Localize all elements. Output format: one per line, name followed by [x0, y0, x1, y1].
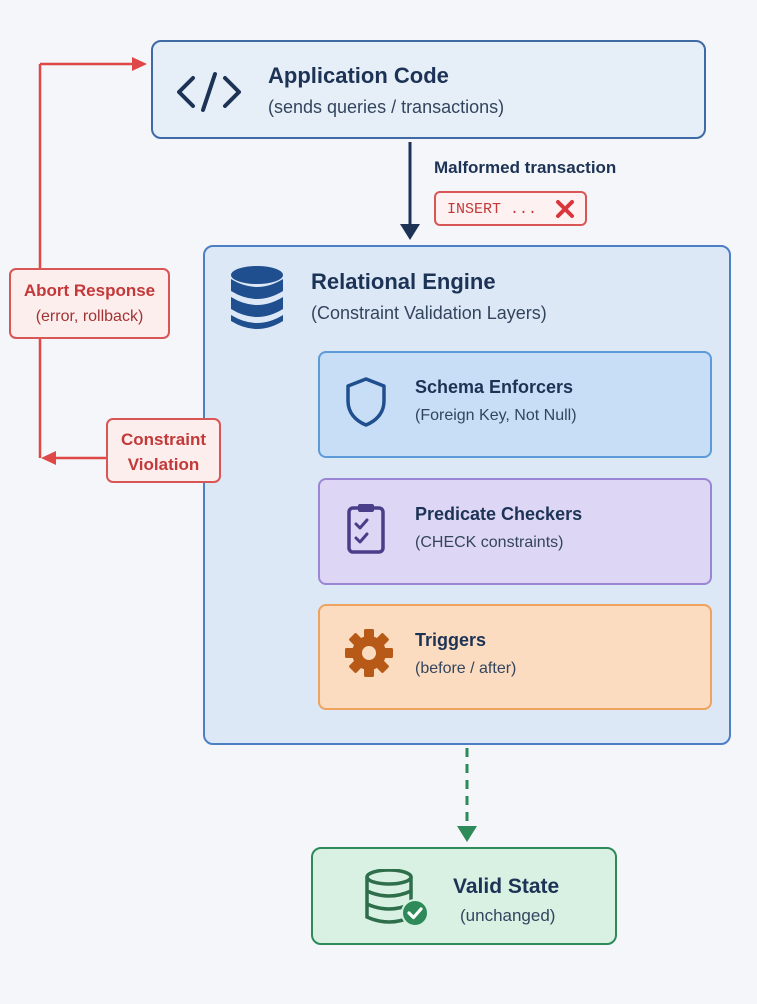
- violation-line-2: Violation: [127, 455, 200, 474]
- predicate-subtitle: (CHECK constraints): [415, 534, 564, 551]
- engine-title: Relational Engine: [311, 269, 496, 294]
- valid-state-subtitle: (unchanged): [460, 906, 556, 925]
- gear-icon: [345, 629, 393, 677]
- triggers-title: Triggers: [415, 630, 487, 650]
- database-check-icon: [365, 869, 429, 927]
- predicate-checkers-layer: Predicate Checkers (CHECK constraints): [318, 478, 712, 585]
- abort-arrow-head: [132, 57, 147, 71]
- clipboard-check-icon: [347, 504, 385, 554]
- code-icon: [177, 72, 241, 112]
- schema-title: Schema Enforcers: [415, 377, 574, 397]
- schema-subtitle: (Foreign Key, Not Null): [415, 407, 577, 424]
- insert-statement-pill: INSERT ...: [434, 191, 587, 226]
- x-icon: [556, 200, 574, 218]
- database-icon: [231, 266, 283, 329]
- insert-code: INSERT ...: [447, 201, 538, 218]
- app-subtitle: (sends queries / transactions): [268, 97, 505, 117]
- application-code-box: Application Code (sends queries / transa…: [151, 40, 706, 139]
- shield-icon: [346, 377, 386, 427]
- transaction-label: Malformed transaction: [434, 158, 617, 177]
- schema-enforcers-layer: Schema Enforcers (Foreign Key, Not Null): [318, 351, 712, 458]
- violation-line-1: Constraint: [121, 430, 206, 449]
- valid-state-title: Valid State: [453, 875, 560, 898]
- abort-title: Abort Response: [23, 281, 156, 300]
- abort-subtitle: (error, rollback): [35, 308, 144, 325]
- violation-arrow-head: [41, 451, 56, 465]
- engine-subtitle: (Constraint Validation Layers): [311, 303, 547, 323]
- triggers-subtitle: (before / after): [415, 660, 517, 677]
- valid-state-box: Valid State (unchanged): [311, 847, 617, 945]
- app-title: Application Code: [268, 63, 449, 88]
- triggers-layer: Triggers (before / after): [318, 604, 712, 710]
- predicate-title: Predicate Checkers: [415, 504, 583, 524]
- flow-arrow-head: [400, 224, 420, 240]
- constraint-violation-callout: Constraint Violation: [106, 418, 221, 483]
- abort-response-callout: Abort Response (error, rollback): [9, 268, 170, 339]
- success-arrow-head: [457, 826, 477, 842]
